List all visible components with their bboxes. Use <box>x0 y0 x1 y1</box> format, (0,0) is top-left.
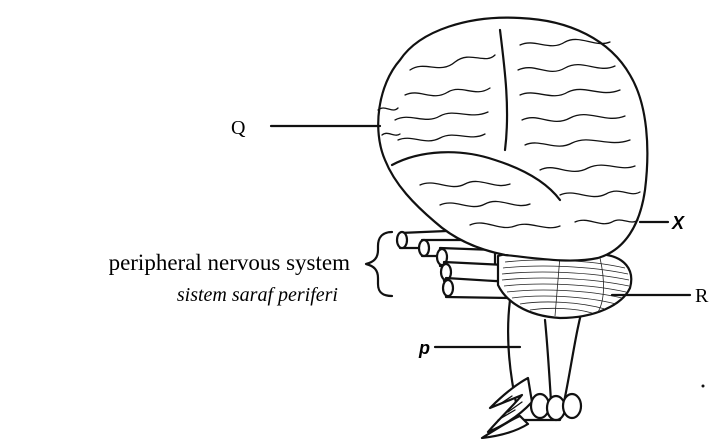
brace <box>366 232 392 296</box>
label-pns-english: peripheral nervous system <box>109 250 351 275</box>
label-p: p <box>418 338 430 358</box>
label-r: R <box>695 285 709 307</box>
stray-dot <box>702 385 705 388</box>
label-q: Q <box>231 117 246 139</box>
label-pns-malay: sistem saraf periferi <box>177 284 338 306</box>
cerebrum <box>378 18 647 261</box>
label-x: X <box>671 213 685 233</box>
